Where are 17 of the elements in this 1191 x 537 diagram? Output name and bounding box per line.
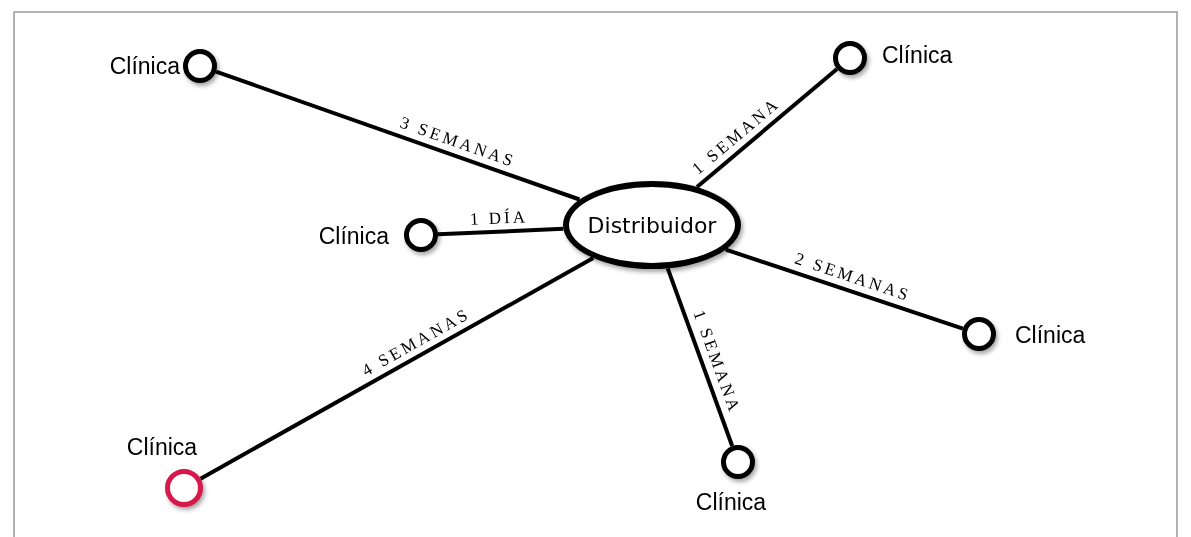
clinic-circle xyxy=(165,469,203,507)
clinic-circle xyxy=(404,218,438,252)
connector-line xyxy=(199,256,595,481)
clinic-label: Clínica xyxy=(882,41,953,69)
connector-line xyxy=(665,267,735,447)
clinic-label: Clínica xyxy=(109,52,180,80)
clinic-circle xyxy=(183,49,217,83)
clinic-label: Clínica xyxy=(318,222,389,250)
clinic-label: Clínica xyxy=(1015,321,1086,349)
clinic-label: Clínica xyxy=(695,488,767,516)
edge-label: 1 DÍA xyxy=(469,207,529,228)
clinic-circle xyxy=(833,41,867,75)
hub-ellipse: Distribuidor xyxy=(563,181,741,269)
clinic-circle xyxy=(962,317,996,351)
connector-line xyxy=(437,226,564,237)
clinic-label: Clínica xyxy=(126,433,198,461)
clinic-circle xyxy=(721,445,755,479)
